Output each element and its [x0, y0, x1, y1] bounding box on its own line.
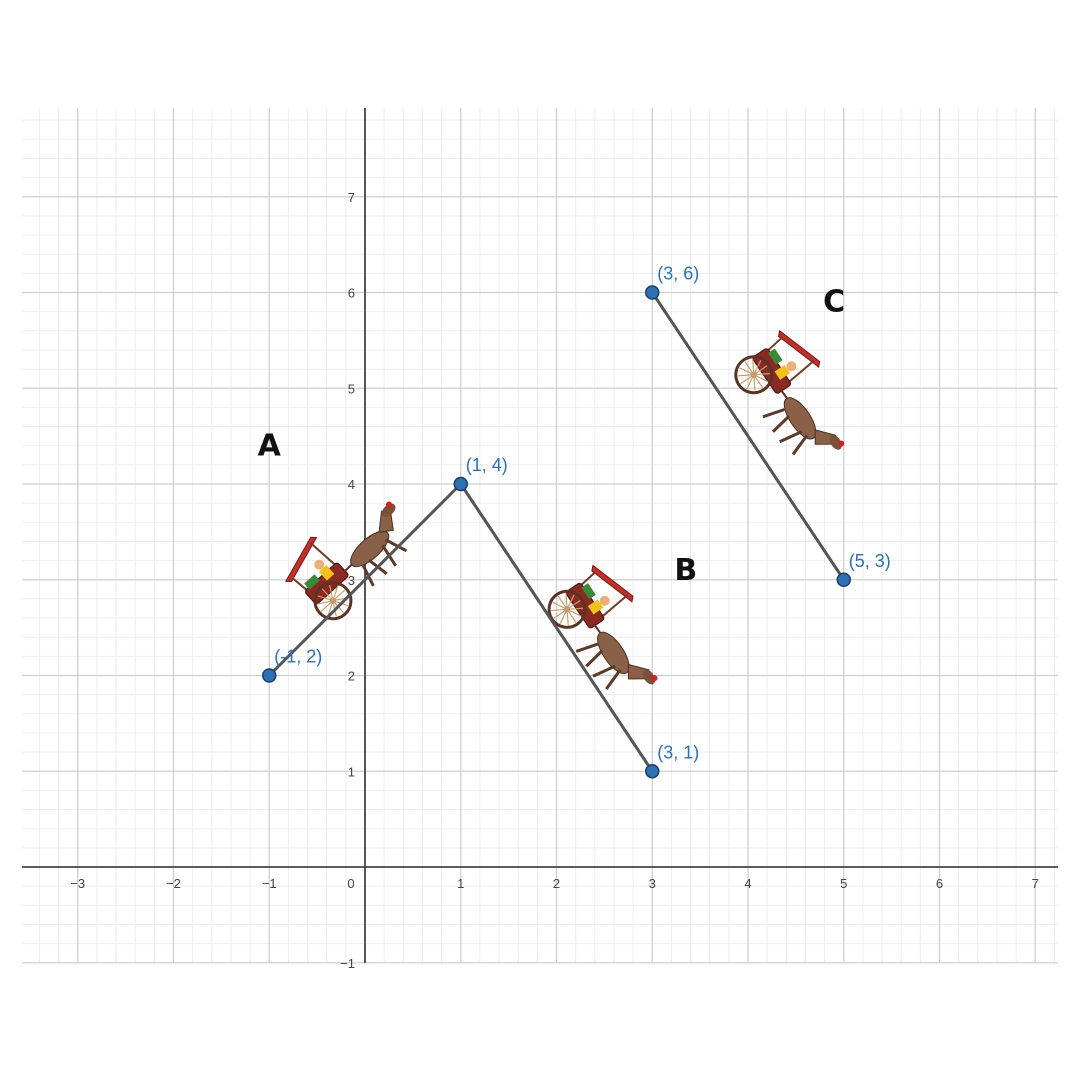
horse-leg: [592, 664, 616, 678]
driver-head: [599, 595, 610, 606]
segment: [267, 482, 463, 677]
y-tick-label: 6: [348, 286, 355, 301]
minor-gridlines: [22, 108, 1058, 963]
point-labels: (-1, 2) (1, 4) (3, 1) (3, 6) (5, 3): [274, 264, 891, 763]
segment: [650, 291, 846, 582]
horse-leg: [762, 408, 785, 419]
canopy: [778, 329, 821, 369]
x-tick-label: −3: [70, 876, 85, 891]
point-label: (-1, 2): [274, 647, 322, 667]
x-tick-label: 1: [457, 876, 464, 891]
horse-head: [381, 503, 396, 517]
tick-labels: −3 −2 −1 0 1 2 3 4 5 6 7 −1 1 2 3 4 5 6 7: [70, 190, 1039, 971]
point-label: (1, 4): [466, 455, 508, 475]
axes: [22, 108, 1058, 963]
driver-body: [774, 364, 791, 380]
figure-letter: A: [258, 428, 282, 463]
driver-body: [587, 599, 604, 615]
horse-body: [350, 530, 390, 568]
x-tick-label: 2: [553, 876, 560, 891]
y-tick-label: 7: [348, 190, 355, 205]
x-tick-label: −1: [262, 876, 277, 891]
horse-head: [829, 435, 842, 450]
carriage-a: [284, 501, 408, 621]
canopy-post: [785, 359, 815, 385]
x-tick-label: 0: [347, 876, 354, 891]
carriage-c: [734, 329, 845, 456]
x-tick-label: 4: [744, 876, 751, 891]
figure-letter: C: [823, 285, 845, 320]
x-tick-label: 5: [840, 876, 847, 891]
carriage-b: [547, 564, 658, 690]
x-tick-label: −2: [166, 876, 181, 891]
horse-leg: [791, 434, 809, 456]
horse-head: [642, 669, 656, 685]
y-tick-label: 1: [348, 764, 355, 779]
canopy-post: [309, 542, 339, 568]
y-tick-label: −1: [340, 956, 355, 971]
canopy: [284, 536, 318, 583]
point-marker: [262, 668, 277, 683]
point-marker: [645, 764, 660, 779]
y-tick-label: 2: [348, 669, 355, 684]
horse-plume: [651, 675, 658, 682]
point-label: (3, 1): [657, 742, 699, 762]
canopy: [591, 564, 634, 603]
x-tick-label: 3: [649, 876, 656, 891]
line-segments: [267, 291, 846, 773]
canopy-post: [599, 594, 629, 620]
carriage-images: [284, 329, 845, 690]
figure-letter: B: [674, 553, 697, 588]
figure-letters: A B C: [258, 285, 846, 588]
horse-body: [783, 397, 817, 440]
wheel-spoke: [327, 585, 339, 617]
horse-leg: [585, 649, 604, 668]
horse-leg: [779, 430, 803, 444]
x-tick-label: 7: [1032, 876, 1039, 891]
horse-plume: [838, 440, 845, 447]
carriage-seat: [304, 574, 320, 590]
horse-leg: [605, 669, 622, 690]
wheel: [313, 581, 353, 621]
driver-body: [318, 564, 335, 581]
y-tick-label: 3: [348, 573, 355, 588]
point-marker: [836, 572, 851, 587]
horse-leg: [385, 538, 408, 553]
horse-plume: [385, 501, 392, 508]
driver-head: [786, 361, 797, 372]
x-tick-label: 6: [936, 876, 943, 891]
points: [262, 285, 851, 779]
horse-leg: [771, 415, 791, 433]
y-tick-label: 4: [348, 477, 355, 492]
major-gridlines: [22, 108, 1058, 964]
wheel-spoke: [739, 367, 769, 383]
driver-head: [314, 559, 325, 570]
segment: [459, 482, 654, 773]
point-marker: [453, 476, 468, 492]
horse-leg: [575, 642, 599, 653]
point-label: (3, 6): [657, 264, 699, 284]
carriage-seat: [768, 348, 783, 365]
carriage-seat: [581, 583, 596, 600]
wheel-spoke: [552, 601, 582, 617]
y-tick-label: 5: [348, 381, 355, 396]
point-marker: [645, 285, 660, 300]
wheel: [734, 355, 774, 395]
horse-body: [597, 631, 630, 675]
point-label: (5, 3): [849, 551, 891, 571]
